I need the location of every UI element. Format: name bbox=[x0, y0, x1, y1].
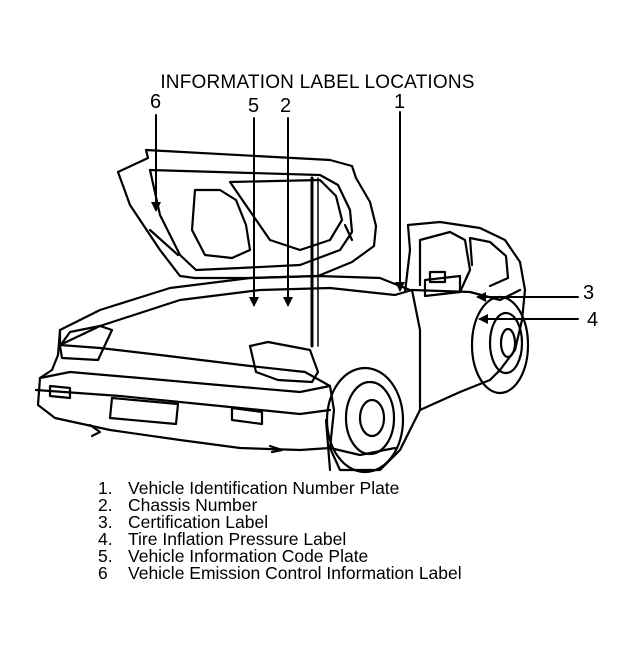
front-wheel bbox=[324, 366, 405, 474]
legend-item-6: 6 Vehicle Emission Control Information La… bbox=[98, 563, 462, 583]
open-hood bbox=[116, 148, 378, 280]
diagram-title: INFORMATION LABEL LOCATIONS bbox=[160, 72, 475, 93]
legend-text: Vehicle Emission Control Information Lab… bbox=[128, 563, 462, 583]
callout-5: 5 bbox=[248, 95, 260, 117]
callout-1: 1 bbox=[394, 91, 406, 113]
legend-item-4: 4. Tire Inflation Pressure Label bbox=[98, 529, 462, 549]
rear-wheel bbox=[470, 295, 530, 395]
callout-2: 2 bbox=[280, 95, 292, 117]
legend-number: 1. bbox=[98, 478, 113, 498]
legend-list: 1. Vehicle Identification Number Plate 2.… bbox=[98, 478, 462, 583]
legend-number: 2. bbox=[98, 495, 113, 515]
legend-item-5: 5. Vehicle Information Code Plate bbox=[98, 546, 462, 566]
legend-number: 5. bbox=[98, 546, 113, 566]
car-body bbox=[34, 274, 527, 472]
legend-number: 4. bbox=[98, 529, 113, 549]
legend-item-2: 2. Chassis Number bbox=[98, 495, 462, 515]
legend-text: Chassis Number bbox=[128, 495, 258, 515]
callout-3: 3 bbox=[583, 282, 595, 304]
front-bumper-details bbox=[48, 384, 284, 454]
legend-text: Certification Label bbox=[128, 512, 269, 532]
legend-number: 3. bbox=[98, 512, 113, 532]
legend-item-1: 1. Vehicle Identification Number Plate bbox=[98, 478, 462, 498]
car-cabin bbox=[403, 220, 527, 298]
callout-4: 4 bbox=[587, 309, 599, 331]
legend-item-3: 3. Certification Label bbox=[98, 512, 462, 532]
headlights bbox=[58, 324, 320, 384]
legend-text: Tire Inflation Pressure Label bbox=[128, 529, 347, 549]
callout-6: 6 bbox=[150, 91, 162, 113]
legend-text: Vehicle Information Code Plate bbox=[128, 546, 369, 566]
callout-arrows bbox=[151, 111, 579, 324]
legend-text: Vehicle Identification Number Plate bbox=[128, 478, 400, 498]
legend-number: 6 bbox=[98, 563, 108, 583]
